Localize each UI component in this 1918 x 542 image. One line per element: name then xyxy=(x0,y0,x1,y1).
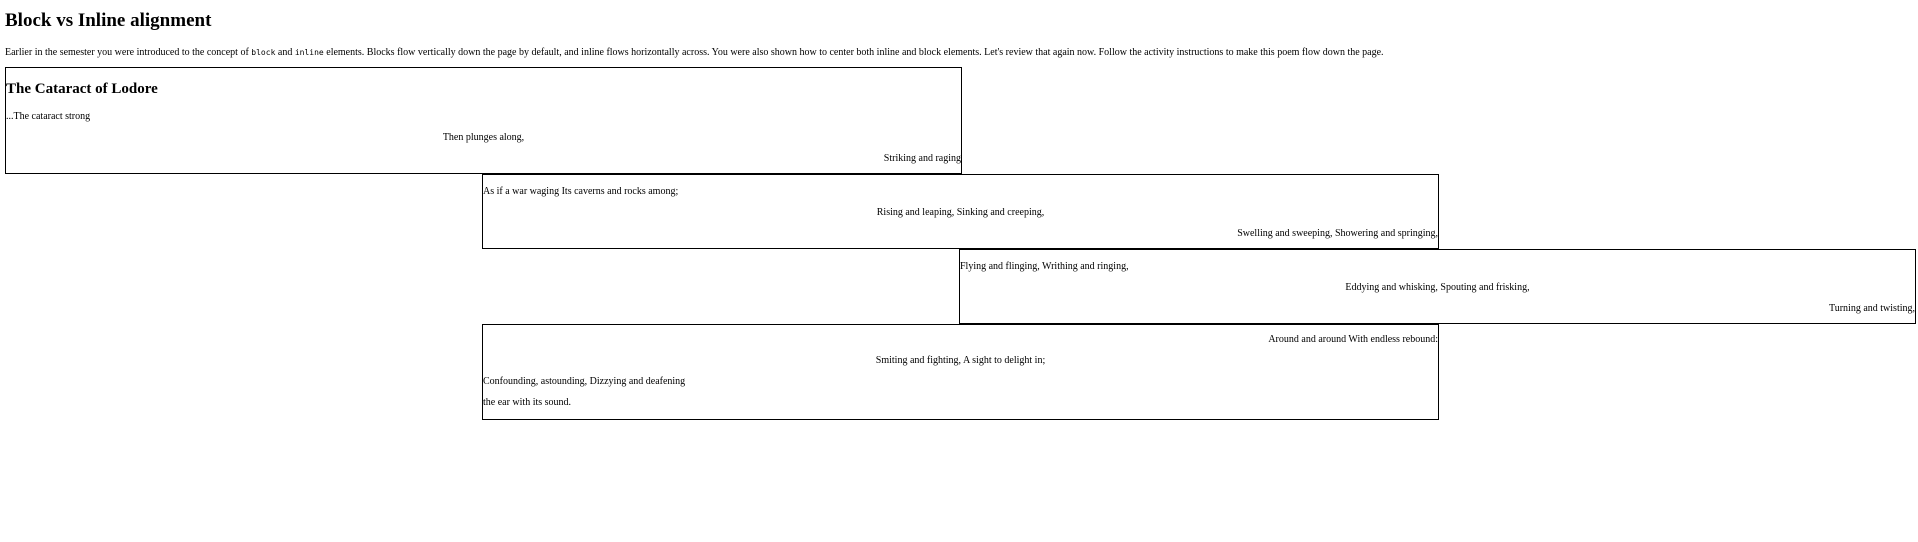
poem-line: Confounding, astounding, Dizzying and de… xyxy=(483,376,686,387)
poem-line: Then plunges along, xyxy=(442,132,525,143)
poem-title: The Cataract of Lodore xyxy=(6,81,158,97)
poem-box-1: The Cataract of Lodore ...The cataract s… xyxy=(5,67,962,174)
poem-line: the ear with its sound. xyxy=(483,397,572,408)
poem-line: ...The cataract strong xyxy=(6,111,91,122)
poem-line: Smiting and fighting, A sight to delight… xyxy=(875,355,1046,366)
intro-text-start: Earlier in the semester you were introdu… xyxy=(5,47,252,58)
intro-text-end: elements. Blocks flow vertically down th… xyxy=(323,47,1384,58)
poem-line: Flying and flinging, Writhing and ringin… xyxy=(960,261,1129,272)
intro-text-and: and xyxy=(275,47,295,58)
poem-line: Swelling and sweeping, Showering and spr… xyxy=(1237,228,1438,239)
poem-line: Eddying and whisking, Spouting and frisk… xyxy=(1345,282,1530,293)
poem-line: Rising and leaping, Sinking and creeping… xyxy=(876,207,1045,218)
poem-box-3: Flying and flinging, Writhing and ringin… xyxy=(959,249,1916,324)
page-title: Block vs Inline alignment xyxy=(5,10,212,31)
poem-line: Around and around With endless rebound: xyxy=(1268,334,1438,345)
poem-box-4: Around and around With endless rebound: … xyxy=(482,324,1439,420)
block-code: block xyxy=(251,48,276,57)
poem-line: Striking and raging xyxy=(883,153,961,164)
poem-box-2: As if a war waging Its caverns and rocks… xyxy=(482,174,1439,249)
inline-code: inline xyxy=(294,48,324,57)
poem-line: As if a war waging Its caverns and rocks… xyxy=(483,186,679,197)
intro-paragraph: Earlier in the semester you were introdu… xyxy=(5,47,1384,59)
poem-line: Turning and twisting, xyxy=(1828,303,1915,314)
